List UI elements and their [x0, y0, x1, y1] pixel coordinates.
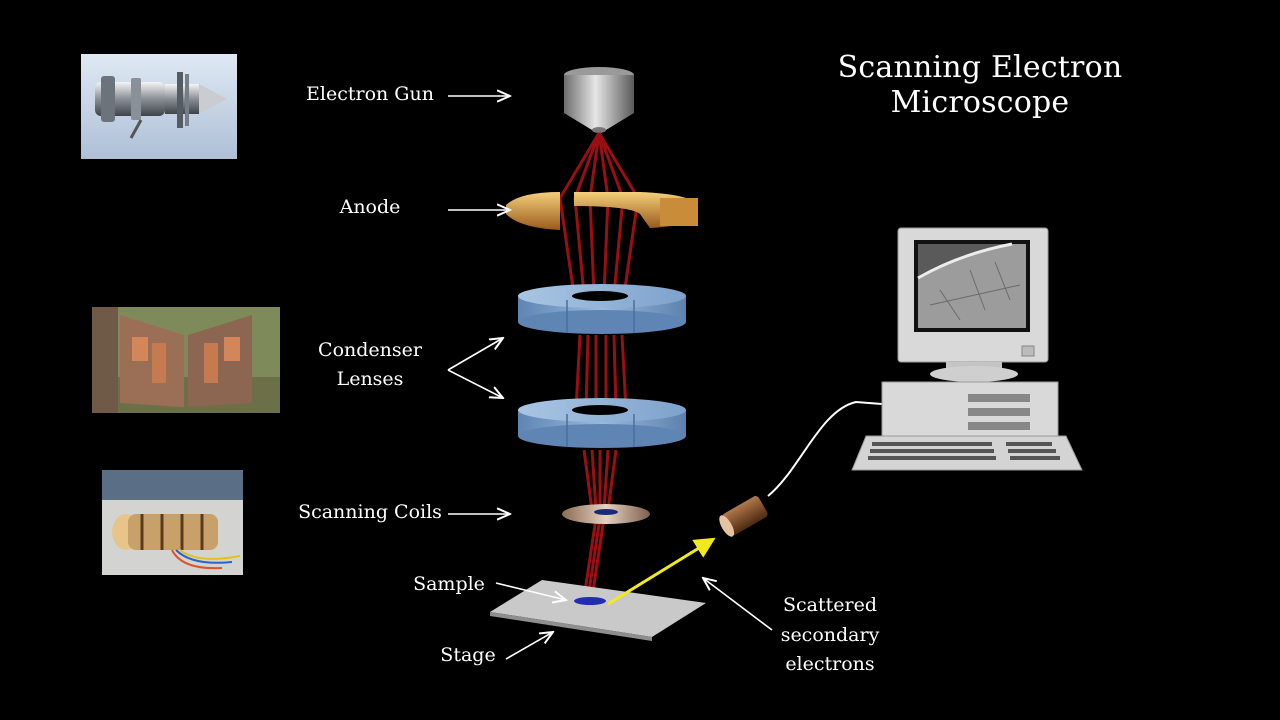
- label-scanning-coils: Scanning Coils: [298, 501, 442, 523]
- arrow-condenser-2: [447, 369, 503, 398]
- sample: [574, 597, 606, 605]
- anode: [506, 192, 698, 230]
- diagram-title: Scanning Electron Microscope: [837, 50, 1123, 120]
- label-sample: Sample: [413, 573, 485, 595]
- electron-gun: [564, 67, 634, 133]
- label-condenser: Condenser: [318, 339, 422, 361]
- pointer-arrows: [447, 96, 773, 660]
- electron-beam-lower: [582, 449, 618, 599]
- label-scattered: Scattered: [783, 594, 877, 616]
- label-anode: Anode: [339, 196, 401, 218]
- arrow-stage: [505, 632, 553, 660]
- electron-beam-upper: [558, 132, 640, 296]
- computer: [851, 227, 1083, 471]
- arrow-scattered: [703, 578, 773, 631]
- detector: [719, 496, 768, 537]
- label-electron-gun: Electron Gun: [306, 83, 434, 105]
- secondary-electron-arrow: [607, 537, 716, 606]
- electron-gun-photo: [81, 54, 237, 159]
- arrow-sample: [495, 582, 566, 600]
- arrow-condenser-1: [447, 338, 503, 371]
- label-stage: Stage: [440, 644, 496, 666]
- condenser-lens-2: [518, 398, 686, 448]
- condenser-lens-photo: [92, 307, 280, 413]
- label-electrons: electrons: [785, 653, 875, 675]
- scanning-coils: [562, 504, 650, 524]
- electron-beam-middle: [574, 334, 628, 411]
- label-lenses: Lenses: [336, 368, 404, 390]
- scanning-coil-photo: [102, 470, 243, 575]
- detector-cable: [767, 400, 883, 497]
- condenser-lens-1: [518, 284, 686, 334]
- label-secondary: secondary: [780, 624, 880, 646]
